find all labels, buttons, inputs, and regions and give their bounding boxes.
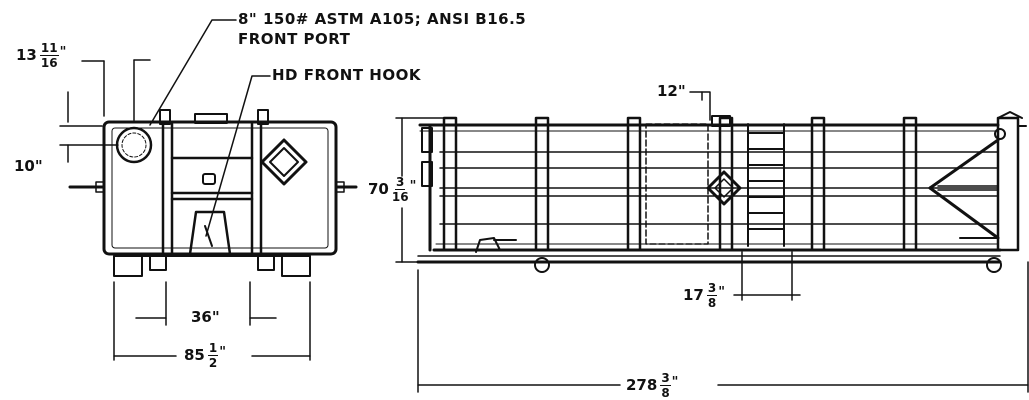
dim-height-num: 3: [395, 175, 406, 190]
side-ladder: [747, 123, 785, 247]
dim-height: 70 3 16 ": [368, 176, 416, 203]
front-hook-callout: HD FRONT HOOK: [272, 66, 421, 84]
dim-top-offset-den: 16: [40, 56, 58, 70]
dim-height-whole: 70: [368, 180, 389, 198]
dim-pad-spacing: 36": [191, 308, 220, 326]
dim-height-fraction: 3 16: [392, 176, 409, 203]
dim-side-offset: 10": [14, 157, 43, 175]
front-port-circle: [115, 126, 153, 164]
dim-top-offset-fraction: 11 16: [39, 41, 59, 70]
dim-top-offset: 13 11 16 ": [16, 42, 66, 69]
dim-height-unit: ": [409, 179, 417, 194]
dim-length-num: 3: [660, 371, 671, 386]
dim-rung-spacing-unit: ": [718, 285, 726, 300]
dim-width-unit: ": [219, 345, 227, 360]
dim-top-offset-num: 11: [39, 41, 59, 56]
hazard-diamond-icon: [260, 138, 308, 186]
dim-rung-spacing: 17 3 8 ": [683, 282, 725, 309]
side-top-port: [711, 115, 731, 127]
dim-width-den: 2: [208, 356, 218, 370]
dim-length-whole: 278: [626, 376, 658, 394]
side-ribs: [442, 116, 918, 252]
front-shell: [102, 109, 338, 256]
front-view: [59, 19, 358, 361]
side-hook-assembly: [928, 111, 1027, 252]
side-hazard-diamond-icon: [706, 170, 742, 206]
front-side-pins: [68, 181, 358, 193]
dim-width-fraction: 1 2: [207, 341, 219, 370]
side-view: [395, 91, 1029, 393]
dim-height-den: 16: [391, 190, 409, 204]
front-dimension-lines: [59, 59, 311, 361]
dim-length-den: 8: [661, 386, 670, 400]
dim-length-fraction: 3 8: [660, 371, 671, 400]
side-rails: [416, 237, 1002, 273]
dim-rung-spacing-den: 8: [707, 296, 717, 310]
dim-rung-spacing-whole: 17: [683, 286, 704, 304]
front-hook-bracket: [188, 173, 232, 256]
dim-length: 278 3 8 ": [626, 372, 678, 399]
front-pads: [113, 255, 311, 277]
front-port-callout: 8" 150# ASTM A105; ANSI B16.5: [238, 10, 527, 28]
dim-top-port: 12": [657, 82, 686, 100]
dim-width-num: 1: [207, 341, 219, 356]
front-port-callout-line2: FRONT PORT: [238, 30, 351, 48]
dim-width-whole: 85: [184, 346, 205, 364]
front-frame: [161, 122, 263, 256]
dim-rung-spacing-num: 3: [706, 281, 718, 296]
dim-rung-spacing-fraction: 3 8: [706, 281, 718, 310]
dim-top-offset-unit: ": [59, 45, 67, 60]
front-leader-lines: [149, 19, 271, 237]
side-dimension-lines: [395, 91, 1029, 393]
side-manway: [645, 123, 709, 245]
dim-length-unit: ": [671, 375, 679, 390]
dim-width: 85 1 2 ": [184, 342, 226, 369]
dim-top-offset-whole: 13: [16, 46, 37, 64]
